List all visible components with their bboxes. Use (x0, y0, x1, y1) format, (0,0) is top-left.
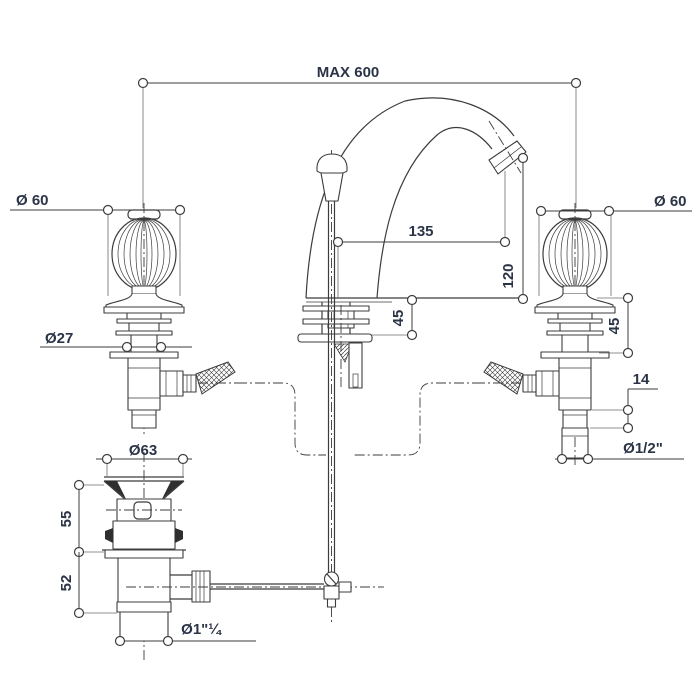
handle-right (481, 202, 616, 465)
dim-label-45-center: 45 (390, 310, 407, 327)
waste-tailpipe (119, 611, 169, 642)
rod-clamp (323, 571, 352, 624)
dim-label-max-600: MAX 600 (317, 64, 380, 81)
spout-outer-curve (305, 97, 515, 299)
dim-max-center-distance: MAX 600 (137, 64, 582, 208)
dim-label-right-o60: Ø 60 (654, 193, 687, 210)
dim-label-1-quarter-inch: Ø1"¼ (181, 621, 222, 638)
lift-rod-strap (348, 342, 363, 389)
dim-adapter-length: 14 (590, 371, 658, 434)
waste-assembly (102, 452, 384, 662)
dim-label-55: 55 (58, 511, 75, 528)
supply-hose-left-centerline (237, 382, 326, 456)
handle-left (103, 202, 238, 438)
dim-label-45-right: 45 (606, 318, 623, 335)
dim-waste-upper-height: 55 (58, 479, 104, 558)
dim-label-52: 52 (58, 575, 75, 592)
dim-waste-flange-diameter: Ø63 (96, 442, 192, 476)
dim-label-half-inch: Ø1/2" (623, 440, 663, 457)
waste-flange (104, 549, 184, 559)
spout-inner-curve (376, 126, 493, 299)
pop-up-rod (316, 150, 348, 577)
spout (305, 97, 527, 299)
dim-label-120: 120 (500, 263, 517, 288)
dim-label-14: 14 (633, 371, 650, 388)
dim-label-left-o60: Ø 60 (16, 192, 49, 209)
waste-body (117, 557, 171, 603)
dim-right-handle-diameter: Ø 60 (535, 193, 692, 217)
dim-supply-connection: Ø1/2" (555, 440, 684, 465)
dim-label-o27: Ø27 (45, 330, 73, 347)
dim-waste-connection: Ø1"¼ (114, 621, 256, 647)
dim-waste-lower-height: 52 (58, 552, 117, 619)
dim-spout-deck-thickness: 45 (390, 294, 418, 341)
dim-handle-deck-thickness: 45 (597, 292, 634, 359)
dim-shank-diameter: Ø27 (40, 330, 192, 353)
supply-hose-right-centerline (352, 382, 482, 456)
dim-left-handle-diameter: Ø 60 (10, 192, 186, 216)
dim-spout-reach: 135 (332, 171, 511, 298)
right-tail-pipe (561, 427, 589, 459)
dim-spout-height: 120 (500, 152, 529, 305)
pop-up-knob (316, 153, 348, 175)
dim-label-o63: Ø63 (129, 442, 157, 459)
rod-coupling-nut (191, 570, 211, 603)
dim-label-135: 135 (408, 223, 433, 240)
